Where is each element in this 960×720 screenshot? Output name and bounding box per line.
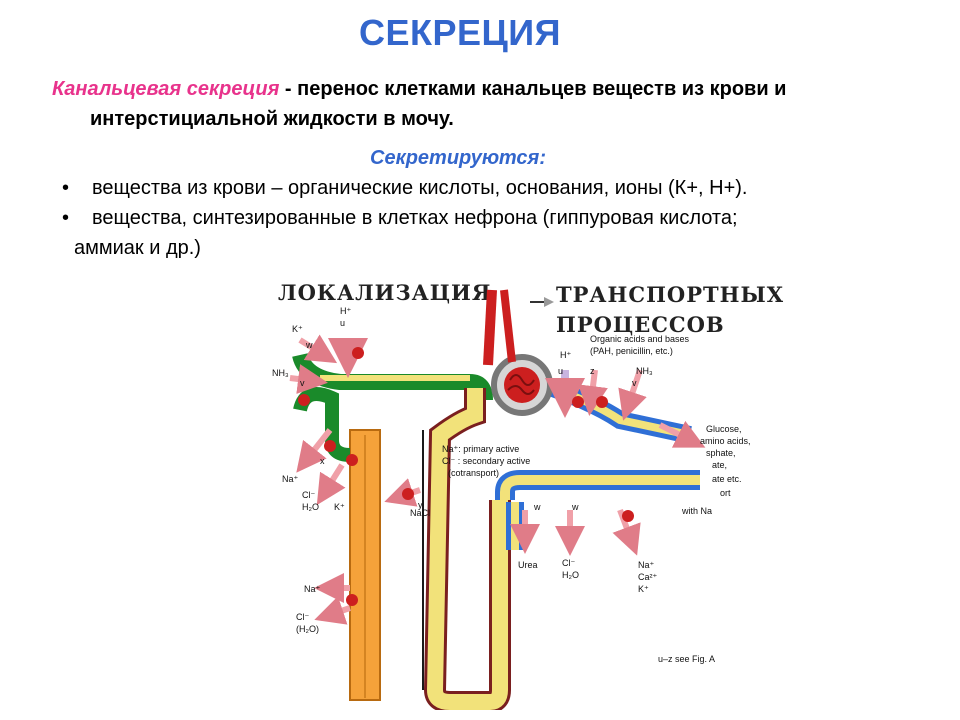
list-item: • вещества из крови – органические кисло… xyxy=(62,173,942,203)
glomerulus xyxy=(483,289,554,416)
label-y-mid: y xyxy=(418,500,423,510)
label-organic-1: Organic acids and bases xyxy=(590,334,690,344)
label-h2o-left: H₂O xyxy=(302,502,319,512)
label-na-bottom: Na⁺ xyxy=(304,584,321,594)
page-title: СЕКРЕЦИЯ xyxy=(358,12,562,53)
bullet-text: вещества из крови – органические кислоты… xyxy=(92,177,748,199)
bullet-text: вещества, синтезированные в клетках нефр… xyxy=(92,207,738,229)
list-item: • вещества, синтезированные в клетках не… xyxy=(62,203,942,263)
label-w-left: w xyxy=(305,340,313,350)
label-na-primary: Na⁺: primary active xyxy=(442,444,519,454)
label-z-right: z xyxy=(590,366,595,376)
label-organic-2: (PAH, penicillin, etc.) xyxy=(590,346,673,356)
secreted-label: Секретируются: xyxy=(370,147,546,169)
label-glucose-4: ate, xyxy=(712,460,727,470)
label-with-na: with Na xyxy=(681,506,712,516)
figure-caption-transport: ТРАНСПОРТНЫХ ПРОЦЕССОВ xyxy=(556,280,784,340)
bullet-continuation: аммиак и др.) xyxy=(74,237,201,259)
label-glucose-2: amino acids, xyxy=(700,436,751,446)
label-ca-right: Ca²⁺ xyxy=(638,572,658,582)
label-k-left2: K⁺ xyxy=(334,502,345,512)
label-na-right: Na⁺ xyxy=(638,560,655,570)
label-nh3-left: NH₃ xyxy=(272,368,289,378)
label-cl-right: Cl⁻ xyxy=(562,558,575,568)
label-w-right: w xyxy=(533,502,541,512)
nephron-diagram: K⁺ H⁺ NH₃ Na⁺ Cl⁻ H₂O K⁺ NaCl Na⁺ Cl⁻ (H… xyxy=(272,289,770,710)
active-pump-dots xyxy=(298,347,634,606)
label-glucose-3: sphate, xyxy=(706,448,736,458)
cutoff-mask xyxy=(690,450,770,530)
label-cl-left: Cl⁻ xyxy=(302,490,315,500)
label-v-right: v xyxy=(632,378,637,388)
definition-rest: - перенос клетками канальцев веществ из … xyxy=(279,78,787,100)
collecting-duct xyxy=(349,429,381,701)
label-cotransport: (cotransport) xyxy=(448,468,499,478)
caption-transport-line2: ПРОЦЕССОВ xyxy=(556,312,725,337)
label-u-right: u xyxy=(558,366,563,376)
definition-line2: интерстициальной жидкости в мочу. xyxy=(90,108,454,130)
label-x-left: x xyxy=(320,456,325,466)
label-h-plus-right: H⁺ xyxy=(560,350,571,360)
label-nacl: NaCl xyxy=(410,508,430,518)
label-urea: Urea xyxy=(518,560,538,570)
loop-of-henle xyxy=(422,388,511,710)
label-cl-secondary: Cl⁻ : secondary active xyxy=(442,456,530,466)
label-glucose-6: ort xyxy=(720,488,731,498)
figure-caption-localization: ЛОКАЛИЗАЦИЯ xyxy=(278,280,492,305)
bullet-dot-icon: • xyxy=(62,207,70,229)
label-glucose-1: Glucose, xyxy=(706,424,742,434)
diagram-labels: K⁺ H⁺ NH₃ Na⁺ Cl⁻ H₂O K⁺ NaCl Na⁺ Cl⁻ (H… xyxy=(272,306,751,664)
label-k-plus: K⁺ xyxy=(292,324,303,334)
label-u-left: u xyxy=(340,318,345,328)
transport-arrows-right xyxy=(510,369,706,556)
label-v-left: v xyxy=(300,378,305,388)
caption-transport-line1: ТРАНСПОРТНЫХ xyxy=(556,282,784,307)
label-k-right: K⁺ xyxy=(638,584,649,594)
label-cl-bottom: Cl⁻ xyxy=(296,612,309,622)
label-see-fig: u–z see Fig. A xyxy=(658,654,715,664)
bullet-list: • вещества из крови – органические кисло… xyxy=(62,173,942,263)
label-glucose-5: ate etc. xyxy=(712,474,742,484)
definition: Канальцевая секреция - перенос клетками … xyxy=(52,74,942,134)
label-h-plus-left: H⁺ xyxy=(340,306,351,316)
bullet-dot-icon: • xyxy=(62,177,70,199)
label-h2o-bottom: (H₂O) xyxy=(296,624,319,634)
label-nh3-right: NH₃ xyxy=(636,366,653,376)
definition-term: Канальцевая секреция xyxy=(52,78,280,100)
label-w-right2: w xyxy=(571,502,579,512)
label-na-left: Na⁺ xyxy=(282,474,299,484)
label-h2o-right: H₂O xyxy=(562,570,579,580)
